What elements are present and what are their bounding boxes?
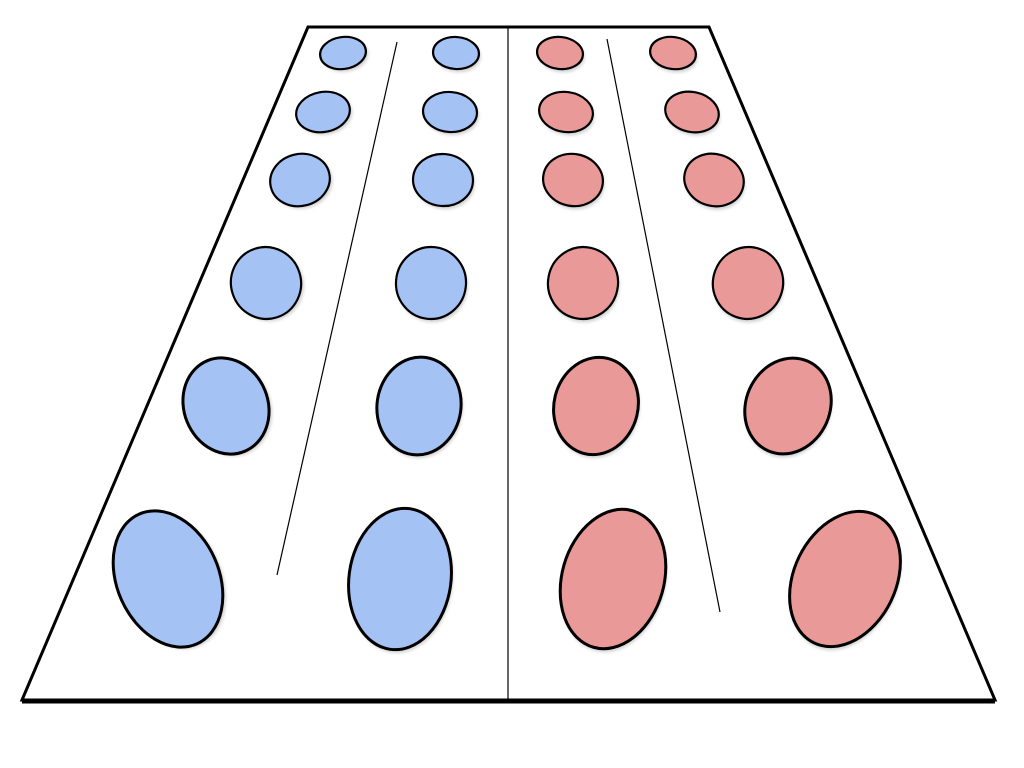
seat-ellipse [421,90,479,134]
seat-ellipse [347,506,453,652]
seat-blue-r2-c1 [295,90,353,135]
seat-red-r5-c3 [552,355,640,459]
seat-ellipse [538,90,594,134]
seat-ellipse [431,35,481,71]
seat-blue-r3-c1 [269,152,333,209]
left-aisle-line [276,41,398,576]
seat-blue-r5-c2 [375,355,463,459]
seat-blue-r6-c1 [111,509,226,650]
seat-grid [111,35,902,653]
seat-red-r2-c4 [664,90,721,136]
seat-ellipse [269,152,331,208]
seat-red-r2-c3 [538,90,595,136]
seat-ellipse [558,507,668,651]
divider-lines [276,27,721,699]
seat-ellipse [181,356,271,456]
seat-red-r3-c4 [683,152,745,210]
seat-red-r4-c4 [711,246,785,323]
seat-ellipse [229,245,303,321]
seat-ellipse [319,35,367,71]
seat-red-r1-c3 [535,35,585,73]
seat-ellipse [711,246,785,320]
seat-ellipse [111,509,225,649]
seat-blue-r1-c1 [319,35,369,72]
seat-red-r3-c3 [542,152,605,210]
seat-red-r6-c4 [788,509,902,651]
seat-ellipse [542,152,604,208]
seat-ellipse [649,35,697,71]
seat-blue-r2-c2 [421,90,479,136]
seat-ellipse [546,245,620,321]
seat-ellipse [788,509,902,649]
seat-red-r1-c4 [649,35,698,73]
seat-blue-r4-c1 [229,245,304,322]
seat-ellipse [375,355,463,457]
seat-ellipse [664,90,720,134]
seat-ellipse [743,356,833,456]
seat-ellipse [683,152,745,208]
seat-ellipse [552,355,640,457]
seat-red-r6-c3 [558,507,668,653]
seat-ellipse [394,245,468,321]
seat-ellipse [411,152,475,208]
seat-red-r5-c4 [743,356,833,458]
seat-blue-r3-c2 [411,152,475,210]
seat-ellipse [535,35,585,71]
seat-blue-r5-c1 [181,356,273,457]
right-aisle-line [606,38,721,613]
seat-blue-r6-c2 [347,506,454,653]
seat-red-r4-c3 [546,245,620,323]
seat-blue-r4-c2 [394,245,468,323]
seat-blue-r1-c2 [431,35,481,73]
seat-ellipse [295,90,351,134]
